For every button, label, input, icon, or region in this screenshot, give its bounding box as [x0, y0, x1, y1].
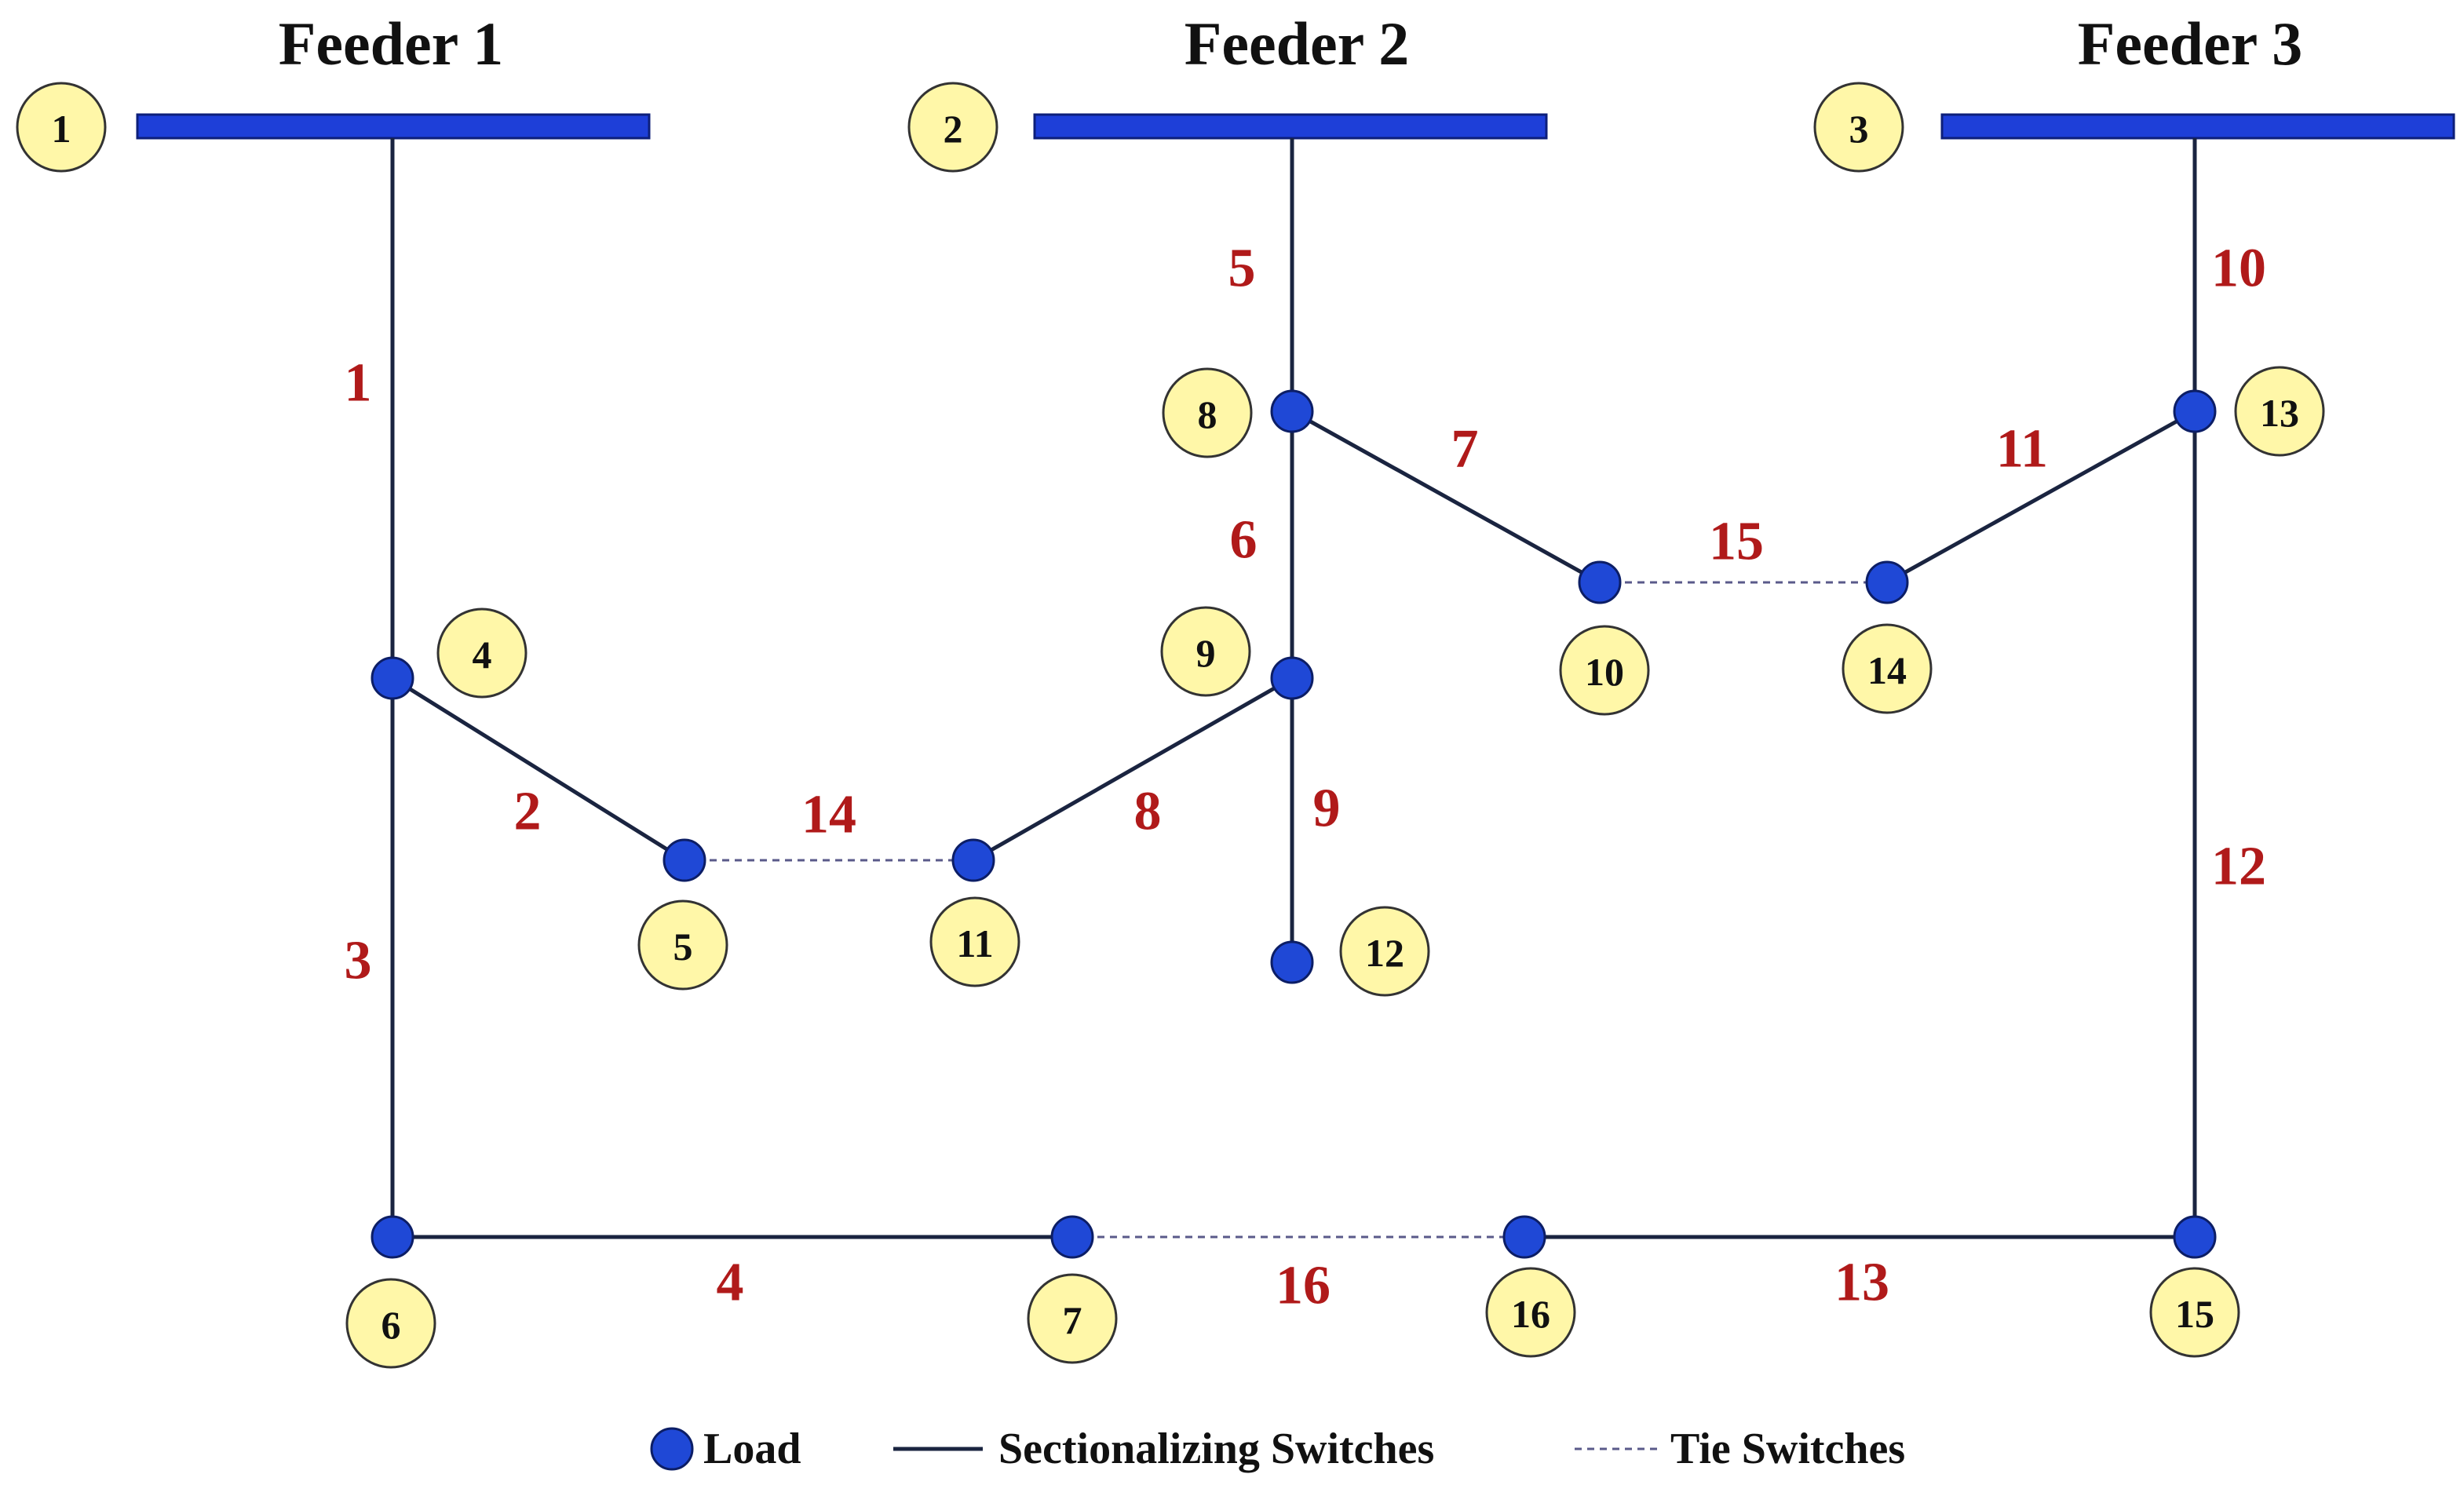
load-node-13: [2173, 389, 2217, 433]
switch-label-8: 8: [1134, 782, 1162, 842]
feeder-2-bar: [1033, 113, 1548, 140]
bus-circle-13: [2234, 366, 2325, 457]
feeder-2-title: Feeder 2: [1185, 9, 1410, 78]
bus-label-7: 7: [1063, 1298, 1082, 1342]
switch-label-16: 16: [1276, 1256, 1331, 1316]
legend-load-marker: [650, 1427, 694, 1471]
bus-label-12: 12: [1365, 931, 1404, 975]
load-node-12: [1270, 940, 1314, 984]
bus-label-1: 1: [52, 107, 71, 151]
load-node-5: [663, 838, 706, 882]
bus-label-14: 14: [1867, 648, 1907, 692]
switch-label-2: 2: [514, 782, 542, 842]
line-sw-2: [391, 676, 686, 863]
bus-circle-5: [637, 899, 728, 991]
feeder-3-bar: [1940, 113, 2455, 140]
bus-circle-1: [16, 82, 107, 173]
switch-label-6: 6: [1230, 510, 1258, 571]
switch-label-4: 4: [717, 1253, 744, 1313]
bus-label-4: 4: [473, 633, 492, 677]
switch-label-11: 11: [1996, 419, 2048, 480]
line-sw-7: [1290, 409, 1601, 585]
switch-label-5: 5: [1228, 239, 1256, 299]
load-node-11: [951, 838, 995, 882]
bus-label-13: 13: [2260, 391, 2299, 435]
bus-label-6: 6: [381, 1303, 401, 1347]
feeder-1-bar: [136, 113, 651, 140]
bus-label-9: 9: [1196, 631, 1216, 675]
switch-label-13: 13: [1834, 1253, 1889, 1313]
bus-circle-9: [1160, 606, 1251, 697]
bus-circle-3: [1813, 82, 1904, 173]
bus-label-5: 5: [673, 925, 693, 969]
load-node-9: [1270, 656, 1314, 700]
bus-circle-11: [929, 896, 1020, 987]
bus-label-10: 10: [1585, 650, 1624, 694]
feeder-3-title: Feeder 3: [2078, 9, 2303, 78]
switch-label-1: 1: [345, 353, 372, 414]
bus-label-2: 2: [944, 107, 963, 151]
bus-label-3: 3: [1849, 107, 1869, 151]
load-node-14: [1865, 560, 1909, 604]
switch-label-15: 15: [1709, 512, 1764, 572]
legend-sectionalizing-label: Sectionalizing Switches: [998, 1425, 1434, 1473]
load-node-4: [371, 656, 414, 700]
switch-label-10: 10: [2211, 239, 2266, 299]
switch-label-7: 7: [1451, 419, 1479, 480]
switch-label-3: 3: [345, 931, 372, 991]
switch-label-12: 12: [2211, 837, 2266, 897]
bus-circle-16: [1485, 1267, 1576, 1358]
legend: Load Sectionalizing Switches Tie Switche…: [650, 1425, 1905, 1473]
bus-label-15: 15: [2175, 1292, 2214, 1336]
switch-label-9: 9: [1313, 779, 1341, 839]
bus-circle-15: [2149, 1267, 2240, 1358]
load-node-6: [371, 1215, 414, 1259]
line-sw-8: [972, 676, 1294, 863]
bus-circle-2: [907, 82, 998, 173]
bus-circle-8: [1162, 367, 1253, 458]
legend-tie-label: Tie Switches: [1670, 1425, 1905, 1473]
load-node-10: [1578, 560, 1622, 604]
bus-circle-12: [1339, 906, 1430, 997]
switch-label-14: 14: [801, 785, 856, 845]
load-node-8: [1270, 389, 1314, 433]
line-sw-11: [1885, 409, 2196, 585]
bus-circle-4: [436, 608, 527, 699]
bus-circle-14: [1842, 623, 1933, 714]
bus-label-8: 8: [1198, 392, 1217, 436]
load-node-7: [1050, 1215, 1094, 1259]
load-node-16: [1502, 1215, 1546, 1259]
bus-label-11: 11: [956, 921, 993, 965]
load-node-15: [2173, 1215, 2217, 1259]
legend-load-label: Load: [703, 1425, 801, 1473]
bus-label-16: 16: [1511, 1292, 1550, 1336]
bus-circle-7: [1027, 1273, 1118, 1364]
feeder-1-title: Feeder 1: [279, 9, 504, 78]
bus-circle-6: [345, 1278, 436, 1369]
bus-circle-10: [1559, 625, 1650, 716]
